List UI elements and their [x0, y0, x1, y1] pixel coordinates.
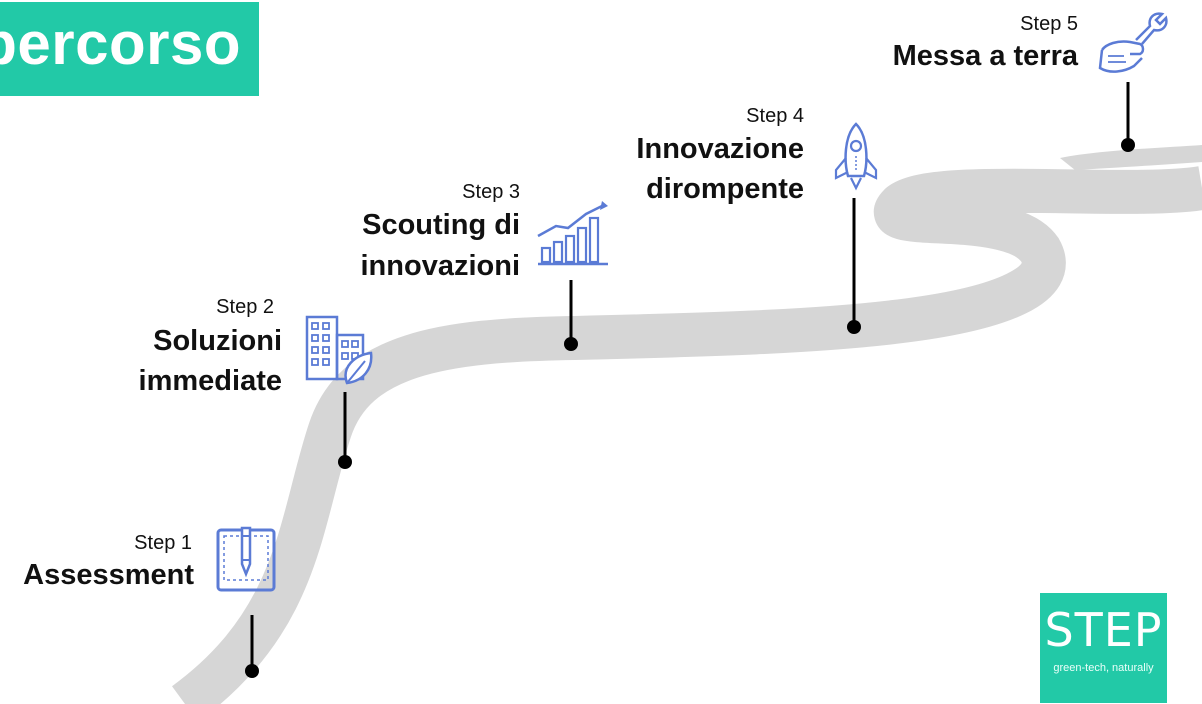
title-banner: percorso: [0, 2, 259, 96]
step1-pin-dot: [245, 664, 259, 678]
logo-tagline: green-tech, naturally: [1053, 662, 1154, 674]
rocket-icon: [834, 122, 878, 191]
step1-label: Step 1: [134, 532, 192, 554]
page-title: percorso: [0, 10, 241, 77]
logo-wordmark: STEP: [1044, 603, 1163, 657]
step2-label: Step 2: [216, 296, 274, 318]
road-far-section: [1060, 145, 1202, 170]
step5-pin-dot: [1121, 138, 1135, 152]
step1-name: Assessment: [23, 559, 194, 591]
wrench-hand-icon: [1098, 12, 1168, 73]
growth-chart-icon: [537, 201, 608, 266]
step-logo: STEP green-tech, naturally: [1040, 593, 1167, 703]
step2-name-line2: immediate: [138, 365, 282, 397]
step3-label: Step 3: [462, 181, 520, 203]
road-path: [171, 166, 1202, 704]
step4-pin-dot: [847, 320, 861, 334]
clipboard-pencil-icon: [216, 526, 276, 592]
step4-name-line1: Innovazione: [636, 133, 804, 165]
step3-name-line2: innovazioni: [360, 250, 521, 282]
step5-name: Messa a terra: [892, 40, 1078, 72]
step2-name-line1: Soluzioni: [153, 325, 282, 357]
building-leaf-icon: [305, 315, 373, 385]
step3-pin-dot: [564, 337, 578, 351]
step4-label: Step 4: [746, 105, 804, 127]
step2-pin-dot: [338, 455, 352, 469]
step4-name-line2: dirompente: [646, 173, 804, 205]
step5-label: Step 5: [1020, 13, 1078, 35]
step3-name-line1: Scouting di: [362, 209, 520, 241]
